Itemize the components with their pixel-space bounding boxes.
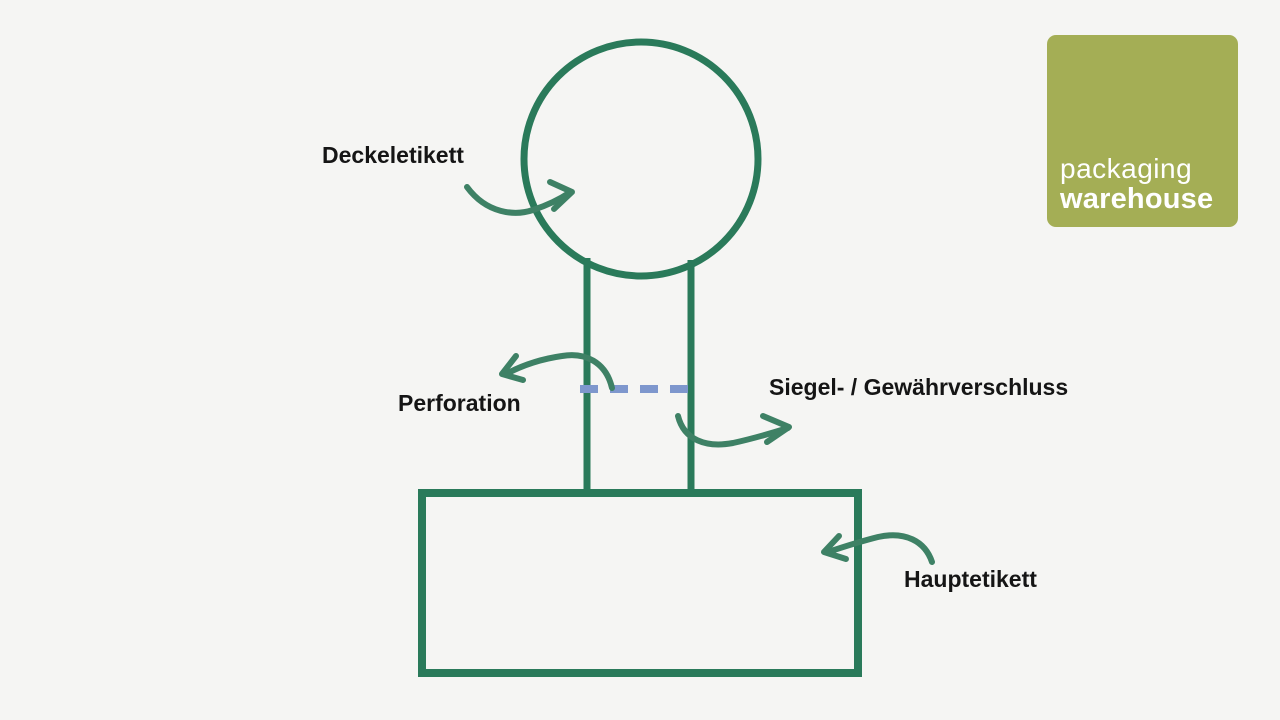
- arrow-to-perforation-icon: [499, 352, 615, 391]
- logo: packaging warehouse: [1047, 35, 1238, 227]
- annotation-arrows-group: [464, 179, 935, 565]
- logo-line-packaging: packaging: [1060, 153, 1193, 185]
- label-siegel-gewaehrverschluss: Siegel- / Gewährverschluss: [769, 374, 1069, 400]
- arrow-to-main-label-icon: [821, 532, 935, 565]
- label-hauptetikett: Hauptetikett: [904, 566, 1037, 592]
- container-outline-group: [418, 38, 862, 677]
- arrow-to-seal-icon: [675, 413, 792, 448]
- body-rectangle: [418, 489, 862, 677]
- arrow-to-lid-icon: [464, 179, 575, 216]
- logo-line-warehouse: warehouse: [1060, 182, 1214, 215]
- label-perforation: Perforation: [398, 390, 521, 416]
- lid-circle: [520, 38, 762, 280]
- label-deckeletikett: Deckeletikett: [322, 142, 464, 168]
